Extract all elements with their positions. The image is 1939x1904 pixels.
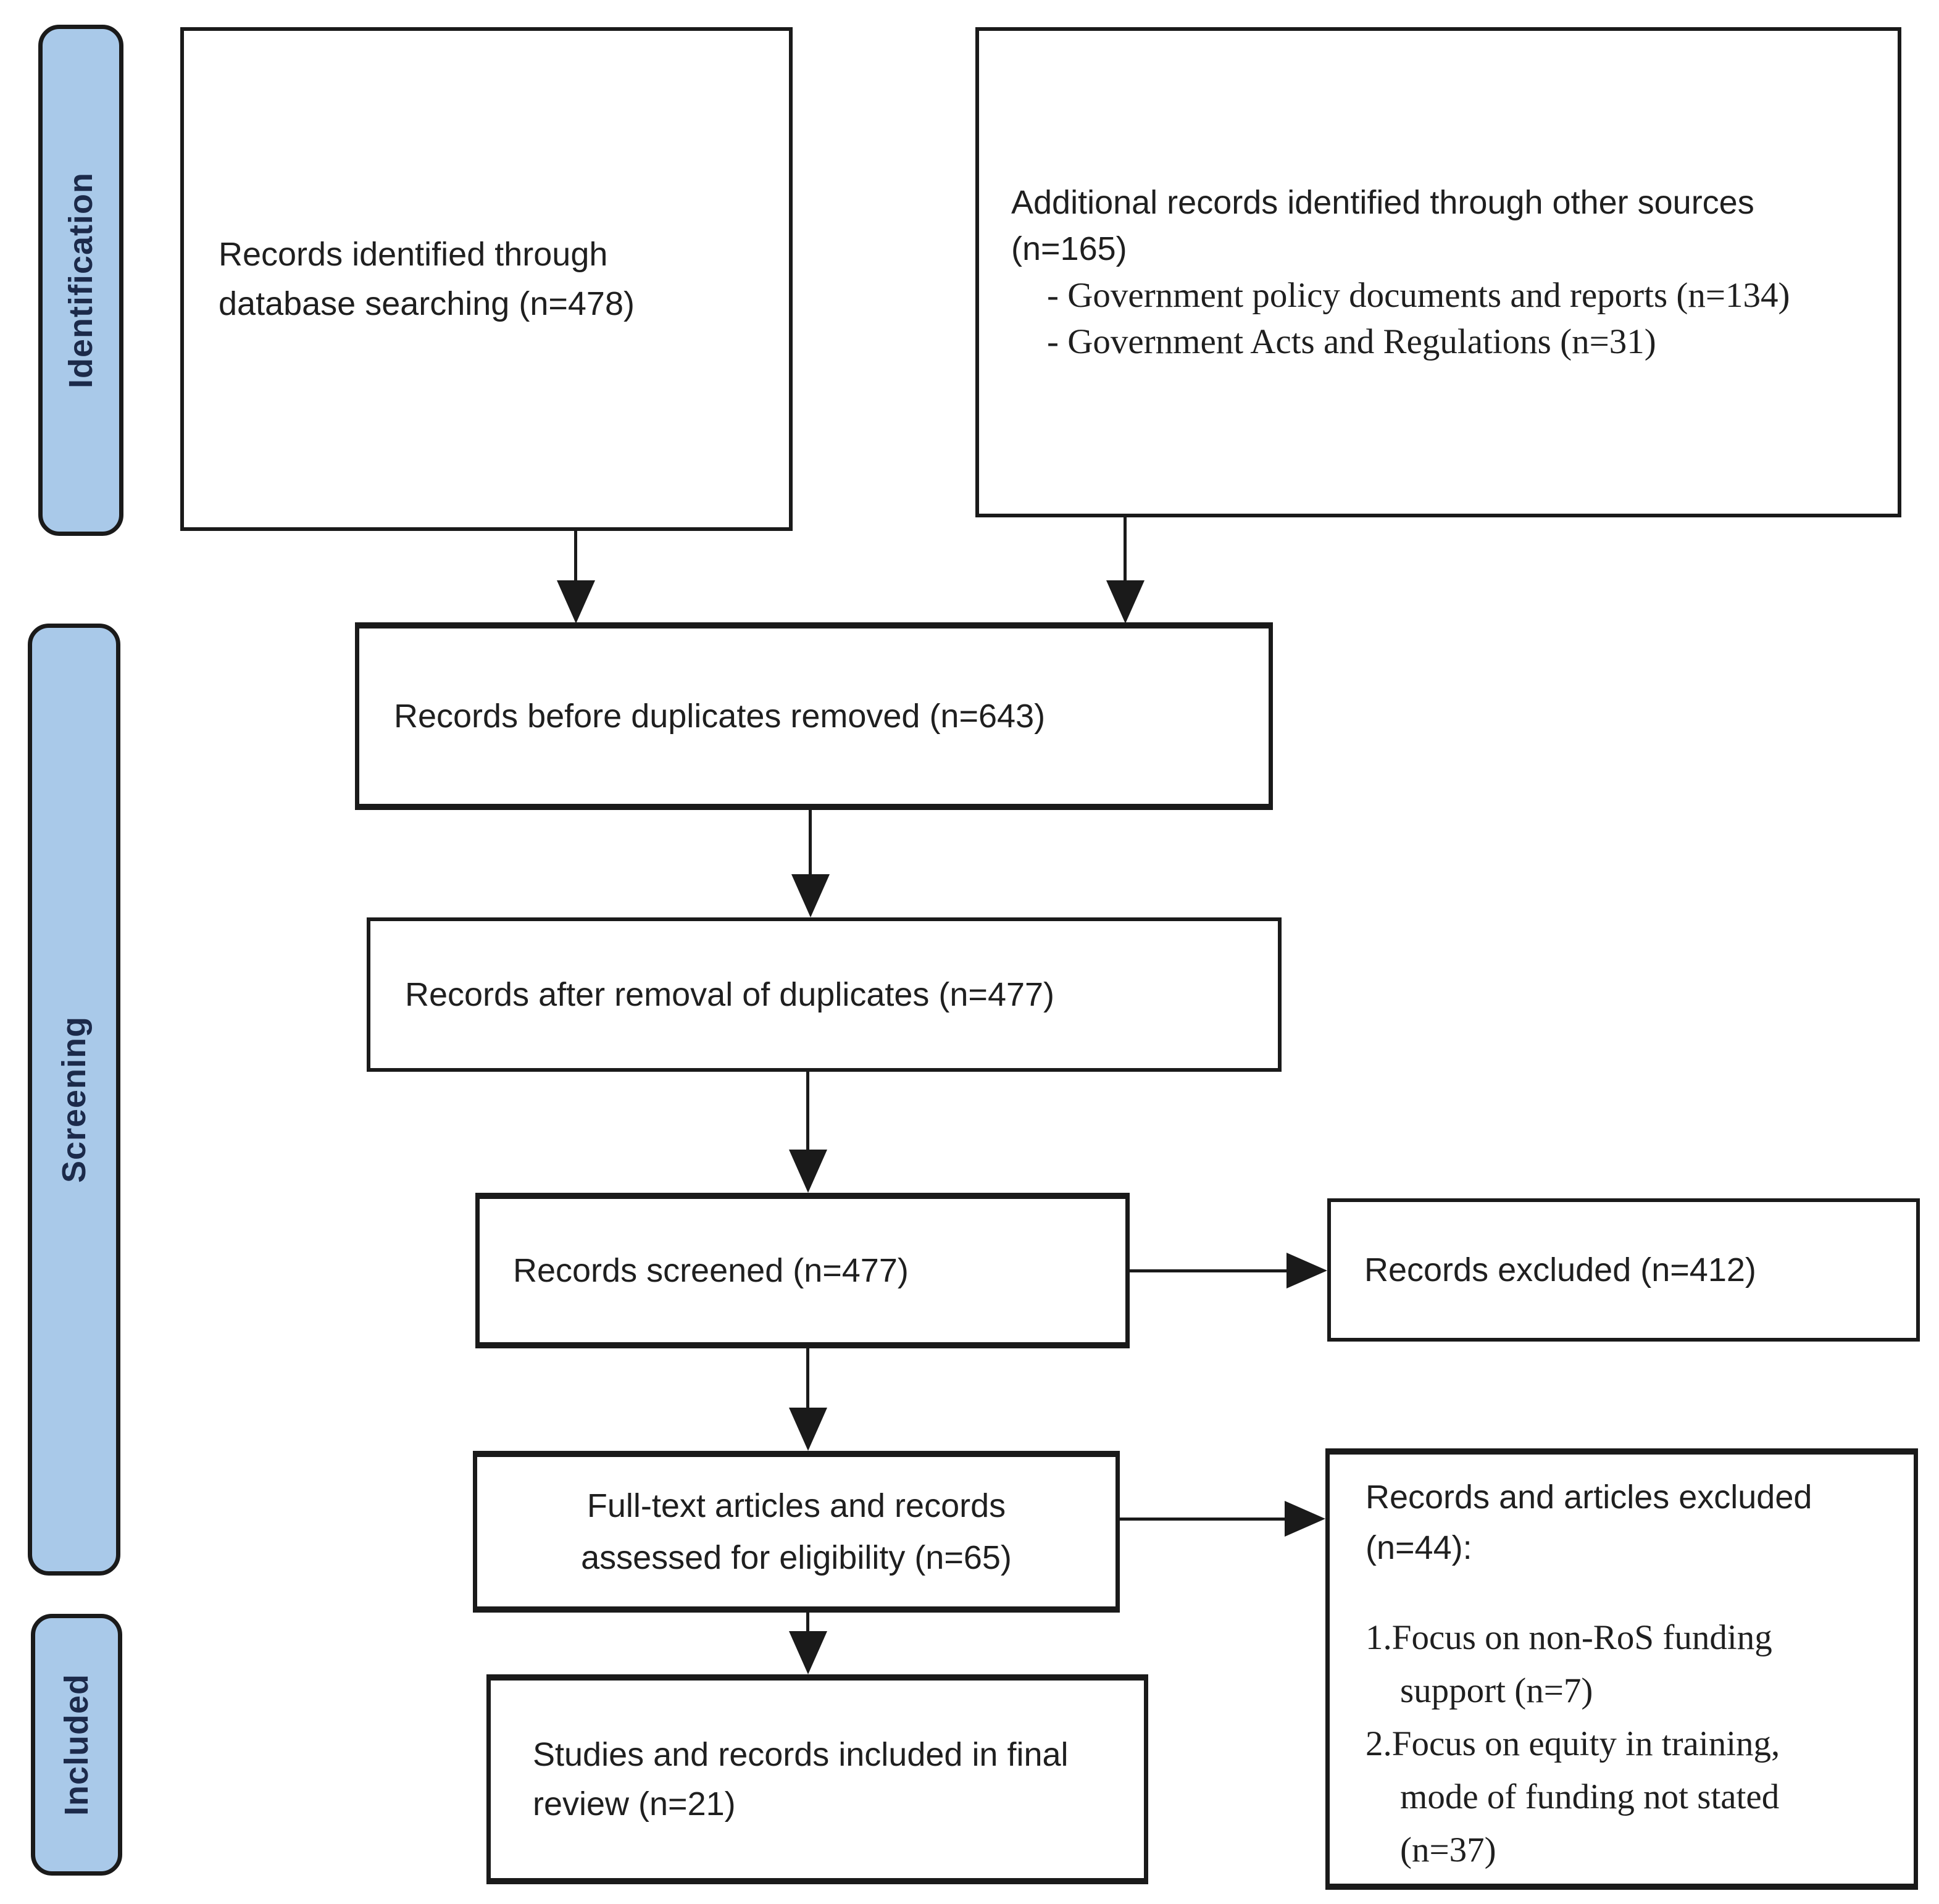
box-after-duplicates: Records after removal of duplicates (n=4… — [367, 917, 1282, 1072]
arrow-merged-to-deduped-head — [791, 874, 830, 917]
box-fulltext-assessed: Full-text articles and records assessed … — [473, 1451, 1120, 1613]
box-additional-records-header-line2: (n=165) — [1011, 230, 1127, 267]
arrow-deduped-to-screened-head — [789, 1150, 827, 1193]
box-articles-excluded-item2-line2: mode of funding not stated — [1400, 1777, 1780, 1816]
box-additional-records-header-line1: Additional records identified through ot… — [1011, 184, 1754, 221]
arrow-screened-to-fulltext-head — [789, 1408, 827, 1451]
box-before-duplicates: Records before duplicates removed (n=643… — [355, 622, 1273, 810]
box-included-final-line2: review (n=21) — [533, 1785, 736, 1823]
stage-bar-included: Included — [31, 1614, 122, 1876]
box-fulltext-assessed-line1: Full-text articles and records — [586, 1487, 1006, 1524]
box-articles-excluded-item1-line1: 1.Focus on non-RoS funding — [1366, 1618, 1772, 1657]
box-records-excluded-text: Records excluded (n=412) — [1364, 1251, 1756, 1288]
arrow-fulltext-to-included-line — [806, 1613, 809, 1634]
box-records-identified: Records identified through database sear… — [180, 27, 793, 531]
box-after-duplicates-text: Records after removal of duplicates (n=4… — [405, 976, 1055, 1013]
box-articles-excluded-item2-line1: 2.Focus on equity in training, — [1366, 1724, 1780, 1763]
box-articles-excluded-item1-line2: support (n=7) — [1400, 1671, 1593, 1710]
box-records-screened: Records screened (n=477) — [475, 1193, 1130, 1348]
box-included-final-line1: Studies and records included in final — [533, 1736, 1069, 1773]
stage-label-screening: Screening — [56, 1016, 93, 1184]
arrow-fulltext-to-excluded-line — [1120, 1518, 1286, 1521]
arrow-fulltext-to-included-head — [789, 1631, 827, 1674]
arrow-deduped-to-screened-line — [806, 1072, 809, 1152]
box-before-duplicates-text: Records before duplicates removed (n=643… — [394, 698, 1046, 735]
stage-label-included: Included — [58, 1673, 96, 1816]
arrow-merged-to-deduped-line — [809, 810, 812, 877]
box-records-identified-line2: database searching (n=478) — [219, 285, 635, 322]
arrow-fulltext-to-excluded-head — [1285, 1501, 1325, 1537]
arrow-additional-to-merged-head — [1106, 580, 1145, 624]
arrow-screened-to-fulltext-line — [806, 1348, 809, 1410]
box-articles-excluded: Records and articles excluded (n=44): 1.… — [1325, 1448, 1918, 1890]
box-records-excluded: Records excluded (n=412) — [1327, 1198, 1920, 1342]
box-included-final: Studies and records included in final re… — [486, 1674, 1148, 1884]
arrow-screened-to-excluded-line — [1130, 1269, 1288, 1272]
box-records-identified-line1: Records identified through — [219, 236, 608, 273]
box-records-screened-text: Records screened (n=477) — [513, 1252, 909, 1289]
box-additional-records-bullet1: - Government policy documents and report… — [1047, 276, 1790, 315]
arrow-identified-to-merged-head — [557, 580, 595, 624]
arrow-screened-to-excluded-head — [1286, 1253, 1327, 1288]
box-additional-records: Additional records identified through ot… — [975, 27, 1901, 517]
box-articles-excluded-header-line1: Records and articles excluded — [1366, 1479, 1812, 1516]
stage-bar-identification: Identification — [38, 25, 123, 536]
box-articles-excluded-header-line2: (n=44): — [1366, 1529, 1472, 1566]
box-articles-excluded-item2-line3: (n=37) — [1400, 1831, 1496, 1869]
spacer — [1366, 1573, 1895, 1611]
stage-bar-screening: Screening — [28, 624, 120, 1576]
arrow-identified-to-merged-line — [574, 531, 577, 583]
arrow-additional-to-merged-line — [1124, 517, 1127, 583]
box-additional-records-bullet2: - Government Acts and Regulations (n=31) — [1047, 322, 1656, 361]
box-fulltext-assessed-line2: assessed for eligibility (n=65) — [581, 1539, 1012, 1576]
stage-label-identification: Identification — [62, 172, 99, 388]
